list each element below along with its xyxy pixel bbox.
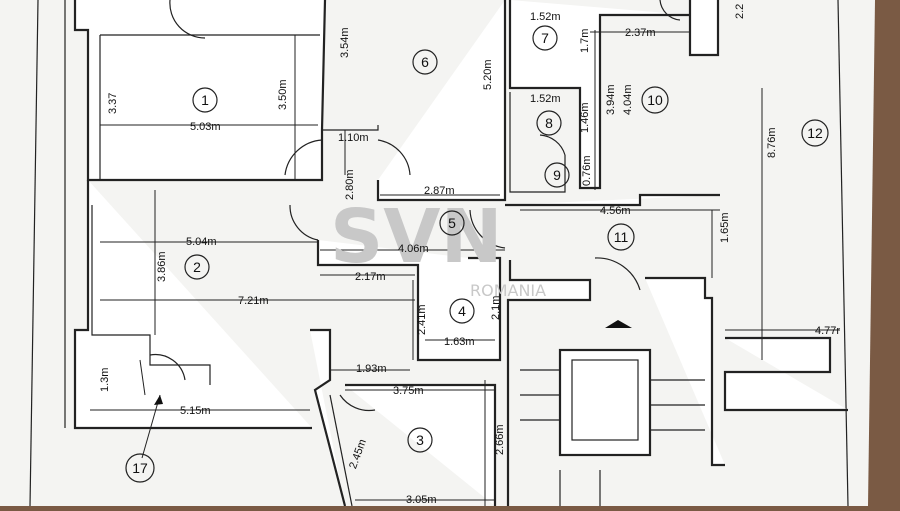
room-marker-3: 3 — [407, 427, 433, 453]
inner-wall-room-1 — [99, 34, 320, 180]
dimension-label: 4.77r — [815, 325, 840, 337]
door-arc — [149, 353, 186, 381]
dimension-label: 2.1m — [490, 296, 502, 320]
dimension-label: 4.56m — [600, 205, 631, 217]
room-marker-10: 10 — [641, 86, 669, 114]
wall-stairwell-east — [645, 276, 725, 467]
door-arc — [539, 134, 566, 156]
wall-corridor-east — [723, 336, 848, 412]
direction-arrow-icon — [605, 320, 632, 328]
room-marker-4: 4 — [449, 298, 475, 324]
stair-inner — [571, 359, 639, 441]
dimension-label: 4.04m — [622, 84, 634, 115]
stair-core — [558, 348, 652, 457]
door-arc — [469, 209, 506, 249]
door-arc — [169, 0, 206, 39]
dimension-label: 1.63m — [444, 336, 475, 348]
door-arc — [289, 204, 319, 241]
room-number: 9 — [553, 167, 561, 183]
dimension-label: 1.65m — [719, 212, 731, 243]
dimension-line — [139, 359, 146, 396]
dimension-label: 3.54m — [339, 27, 351, 58]
dimension-label: 2.41m — [416, 304, 428, 335]
room-marker-9: 9 — [544, 162, 570, 188]
room-marker-11: 11 — [607, 223, 635, 251]
door-arc — [594, 257, 641, 291]
room-number: 1 — [201, 92, 209, 108]
door-arc — [377, 139, 411, 176]
dimension-label: 5.03m — [190, 121, 221, 133]
paper-border-line — [837, 0, 849, 507]
dimension-label: 3.75m — [393, 385, 424, 397]
room-marker-17: 17 — [125, 453, 155, 483]
dimension-label: 1.7m — [579, 29, 591, 53]
wall-room-11-top — [505, 193, 720, 207]
wall-stairwell-west — [506, 260, 592, 506]
dimension-label: 1.46m — [579, 102, 591, 133]
room-number: 17 — [132, 460, 148, 476]
wall-room-10-column — [688, 0, 720, 57]
room-marker-6: 6 — [412, 49, 438, 75]
door-arc — [659, 0, 681, 21]
dimension-label: 3.37 — [107, 93, 119, 114]
paper-fold-line — [29, 0, 39, 507]
room-marker-5: 5 — [439, 210, 465, 236]
dimension-label: 2.37m — [625, 27, 656, 39]
dimension-label: 2.66m — [494, 424, 506, 455]
wall-room-3-west — [310, 328, 347, 507]
room-number: 7 — [541, 30, 549, 46]
dimension-label: 0.76m — [581, 155, 593, 186]
room-number: 8 — [545, 115, 553, 131]
dimension-label: 3.94m — [605, 84, 617, 115]
room-number: 5 — [448, 215, 456, 231]
dimension-label: 5.04m — [186, 236, 217, 248]
wall-room-3-inner — [329, 394, 353, 507]
room-number: 12 — [807, 125, 823, 141]
room-marker-2: 2 — [184, 254, 210, 280]
watermark-logo: SVN — [330, 194, 503, 280]
dimension-label: 1.93m — [356, 363, 387, 375]
leader-line — [141, 394, 161, 459]
wall-room-6-door — [322, 125, 379, 131]
dimension-label: 3.86m — [156, 251, 168, 282]
room-number: 2 — [193, 259, 201, 275]
room-marker-8: 8 — [536, 110, 562, 136]
dimension-label: 5.15m — [180, 405, 211, 417]
room-number: 10 — [647, 92, 663, 108]
dimension-label: 3.05m — [406, 494, 437, 506]
wall-room-6 — [376, 0, 507, 202]
door-arc — [284, 139, 323, 176]
wall-room-4 — [316, 240, 502, 362]
dimension-label: 5.20m — [482, 59, 494, 90]
inner-wall-room-2 — [91, 205, 211, 385]
wall-room-8 — [509, 92, 566, 193]
dimension-label: 2.2 — [734, 4, 746, 19]
dimension-label: 4.06m — [398, 243, 429, 255]
wall-rooms-7-8-9 — [508, 0, 690, 190]
wall-room-3 — [345, 383, 497, 506]
room-number: 4 — [458, 303, 466, 319]
dimension-label: 7.21m — [238, 295, 269, 307]
dimension-label: 1.52m — [530, 11, 561, 23]
room-number: 3 — [416, 432, 424, 448]
door-arc — [339, 394, 376, 412]
dimension-label: 2.80m — [344, 169, 356, 200]
dimension-label: 1.10m — [338, 132, 369, 144]
room-marker-1: 1 — [192, 87, 218, 113]
dimension-label: 2.17m — [355, 271, 386, 283]
room-marker-12: 12 — [801, 119, 829, 147]
dimension-label: 1.52m — [530, 93, 561, 105]
dimension-label: 1.3m — [99, 368, 111, 392]
watermark-subtitle: ROMANIA — [470, 281, 546, 300]
arrowhead-icon — [154, 395, 163, 405]
dimension-label: 8.76m — [766, 127, 778, 158]
dimension-label: 3.50m — [277, 79, 289, 110]
room-number: 11 — [614, 229, 629, 245]
dimension-label: 2.87m — [424, 185, 455, 197]
room-number: 6 — [421, 54, 429, 70]
room-marker-7: 7 — [532, 25, 558, 51]
